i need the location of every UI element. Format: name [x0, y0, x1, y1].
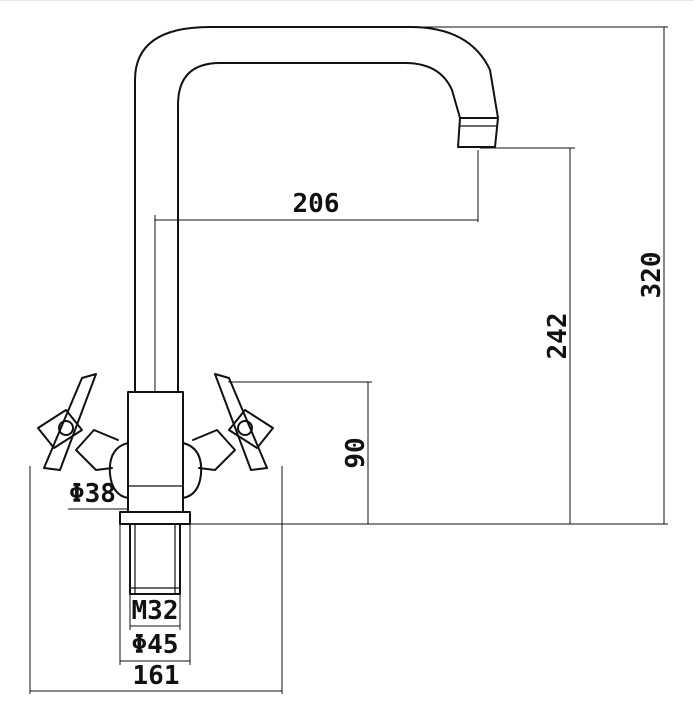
spout [134, 26, 499, 393]
dim-label-206: 206 [293, 189, 340, 219]
top-border [0, 0, 694, 1]
dimension-overall-width [29, 466, 283, 694]
dim-label-320: 320 [637, 252, 667, 299]
dim-label-phi38: Φ38 [69, 479, 116, 509]
right-handle [182, 373, 274, 499]
dim-label-161: 161 [133, 661, 180, 691]
dimension-handle-height [228, 381, 372, 524]
left-handle [37, 373, 129, 499]
dim-label-phi45: Φ45 [132, 630, 179, 660]
spout-aerator [457, 117, 499, 148]
dimension-spout-height [480, 147, 575, 524]
dim-label-90: 90 [341, 437, 371, 468]
dimension-overall-height [412, 26, 668, 524]
base-plate [119, 511, 191, 525]
dimension-base-diameter [119, 524, 191, 665]
dimension-spout-reach [154, 150, 479, 392]
dimension-thread [129, 594, 181, 630]
faucet-body [127, 391, 184, 513]
threaded-shank [129, 523, 181, 595]
dim-label-m32: M32 [132, 596, 179, 626]
dim-label-242: 242 [543, 313, 573, 360]
